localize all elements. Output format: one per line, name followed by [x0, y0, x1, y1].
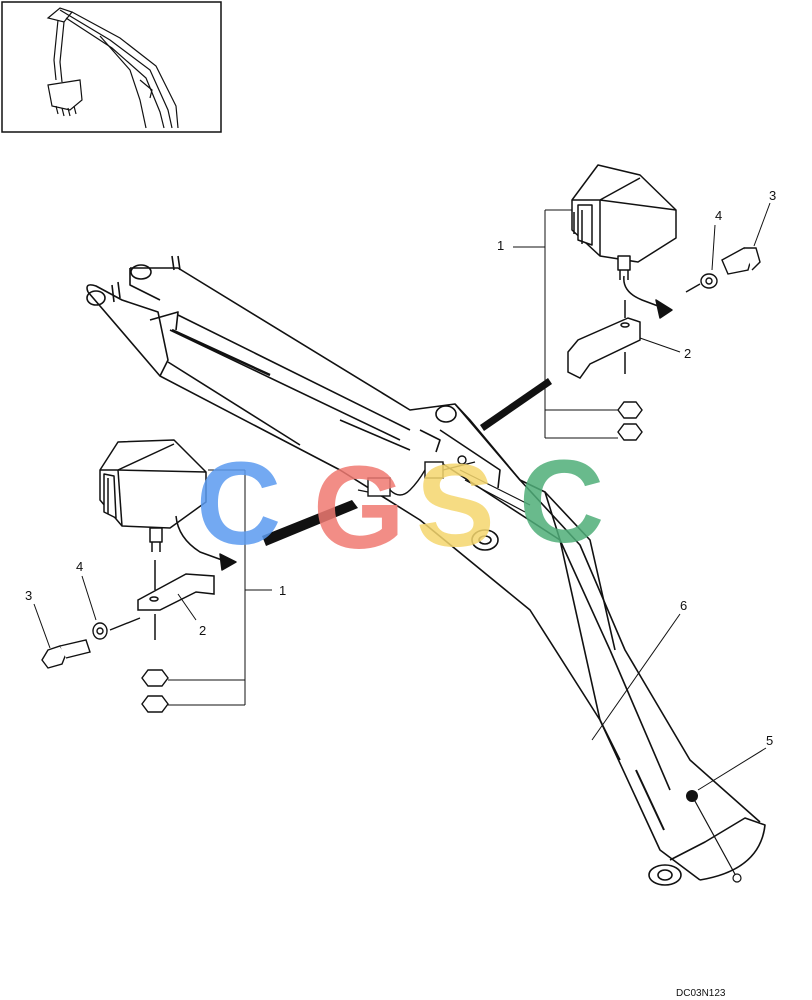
right-callout-lines: [513, 202, 771, 439]
right-lamp-hardware: [617, 247, 761, 441]
wire-connector: [357, 455, 476, 497]
left-callout-lines: [33, 469, 272, 706]
left-work-lamp: [99, 439, 237, 571]
callout-5: 5: [766, 733, 773, 748]
watermark: C G S C: [196, 436, 604, 574]
callout-2-left: 2: [199, 623, 206, 638]
callout-1-right: 1: [497, 238, 504, 253]
drawing-code: DC03N123: [676, 988, 726, 999]
callout-3-left: 3: [25, 588, 32, 603]
callout-3-right: 3: [769, 188, 776, 203]
grease-fitting: [686, 790, 742, 883]
callout-4-left: 4: [76, 559, 83, 574]
watermark-letter: S: [416, 440, 495, 572]
left-lamp-bracket: [137, 560, 215, 640]
left-lamp-hardware: [41, 617, 169, 713]
watermark-letter: C: [196, 438, 281, 570]
callout-4-right: 4: [715, 208, 722, 223]
overview-inset: [1, 1, 222, 133]
boom-shading: [171, 328, 665, 831]
callout-1-left: 1: [279, 583, 286, 598]
watermark-letter: G: [313, 442, 405, 574]
boom-arm: [86, 255, 766, 886]
watermark-letter: C: [519, 436, 604, 568]
callout-2-right: 2: [684, 346, 691, 361]
right-work-lamp: [571, 164, 677, 319]
pointer-streaks: [262, 378, 552, 546]
callout-6: 6: [680, 598, 687, 613]
right-lamp-bracket: [567, 300, 641, 379]
leader-lines: [591, 613, 767, 791]
